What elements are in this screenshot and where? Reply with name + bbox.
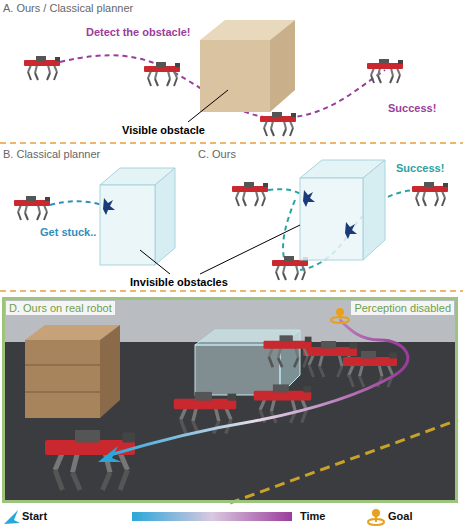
legend-text: Time [300,510,325,522]
photo-panel: D. Ours on real robot Perception disabled [2,297,458,503]
obstacle-label: Invisible obstacles [130,276,228,289]
legend-text: Goal [388,510,412,522]
panel-heading: B. Classical planner [3,148,100,161]
panel-note: Perception disabled [351,301,454,315]
panel-heading: D. Ours on real robot [6,301,115,315]
status-text: Success! [388,102,436,115]
obstacle-label: Visible obstacle [122,124,205,137]
status-text: Get stuck.. [40,226,96,239]
status-text: Success! [396,162,444,175]
panel-heading: A. Ours / Classical planner [3,2,133,15]
panel-heading: C. Ours [198,148,236,161]
legend-text: Start [22,510,47,522]
callout-text: Detect the obstacle! [86,26,191,39]
